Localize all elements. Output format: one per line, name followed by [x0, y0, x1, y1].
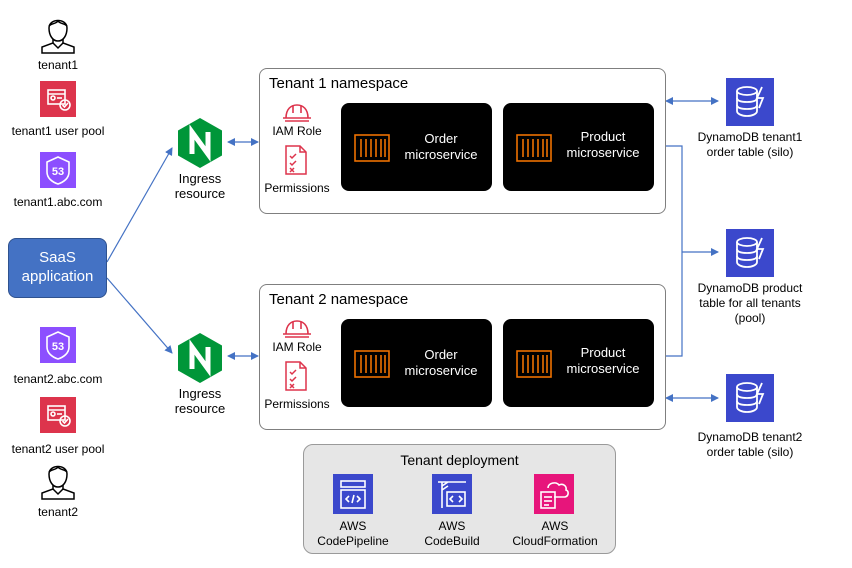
ddb-tenant1-label: DynamoDB tenant1 order table (silo) — [690, 130, 810, 160]
user-icon — [41, 19, 75, 54]
nginx-icon — [178, 333, 222, 383]
dynamodb-icon — [726, 229, 774, 277]
route53-icon: 53 — [40, 152, 76, 188]
container-icon — [354, 350, 390, 378]
ingress2-line2: resource — [174, 401, 226, 416]
dynamodb-icon — [726, 374, 774, 422]
order-microservice-label: Order microservice — [396, 347, 486, 379]
iam-role-label: IAM Role — [272, 340, 322, 354]
product-microservice-box: Product microservice — [503, 103, 654, 191]
ddb-t2-line2: order table (silo) — [706, 445, 794, 459]
cloudformation-line2: CloudFormation — [512, 534, 598, 548]
hardhat-icon — [283, 320, 311, 338]
ddb-t1-line1: DynamoDB tenant1 — [697, 130, 803, 144]
codebuild-label: AWS CodeBuild — [407, 519, 497, 549]
order-microservice-box: Order microservice — [341, 103, 492, 191]
cloudformation-label: AWS CloudFormation — [507, 519, 603, 549]
saas-to-ingress2-arrow — [106, 277, 173, 354]
codepipeline-line2: CodePipeline — [317, 534, 389, 548]
order-line2: microservice — [404, 147, 478, 162]
cognito-icon — [40, 81, 76, 117]
svg-text:53: 53 — [52, 341, 64, 353]
route53-icon: 53 — [40, 327, 76, 363]
products-to-pool-connector — [666, 145, 683, 357]
checklist-icon — [285, 361, 307, 391]
container-icon — [516, 350, 552, 378]
tenant2-domain-label: tenant2.abc.com — [13, 372, 103, 386]
tenant1-label: tenant1 — [37, 58, 79, 72]
tenant1-domain-label: tenant1.abc.com — [13, 195, 103, 209]
saas-line2: application — [21, 268, 94, 285]
ingress1-label: Ingress resource — [160, 171, 240, 201]
codepipeline-line1: AWS — [339, 519, 367, 533]
ingress1-line2: resource — [174, 186, 226, 201]
tenant1-namespace-title: Tenant 1 namespace — [269, 75, 409, 92]
hardhat-icon — [283, 104, 311, 122]
product-line1: Product — [580, 129, 626, 144]
tenant1-namespace-box: Tenant 1 namespace IAM Role Permissions — [259, 68, 666, 214]
iam-role-label: IAM Role — [272, 124, 322, 138]
checklist-icon — [285, 145, 307, 175]
svg-text:53: 53 — [52, 166, 64, 178]
nginx-icon — [178, 118, 222, 168]
ingress1-line1: Ingress — [178, 171, 222, 186]
order-line2: microservice — [404, 363, 478, 378]
codebuild-line1: AWS — [438, 519, 466, 533]
cloudformation-line1: AWS — [541, 519, 569, 533]
codebuild-line2: CodeBuild — [424, 534, 480, 548]
tenant2-namespace-title: Tenant 2 namespace — [269, 291, 409, 308]
tenant2-namespace-box: Tenant 2 namespace IAM Role Permissions — [259, 284, 666, 430]
tenant-deployment-title: Tenant deployment — [400, 452, 519, 468]
product-line2: microservice — [566, 145, 640, 160]
codepipeline-label: AWS CodePipeline — [308, 519, 398, 549]
ingress2-label: Ingress resource — [160, 386, 240, 416]
tenant2-user-pool-label: tenant2 user pool — [11, 442, 105, 456]
order-line1: Order — [424, 131, 458, 146]
cognito-icon — [40, 397, 76, 433]
dynamodb-icon — [726, 78, 774, 126]
ddb-t2-line1: DynamoDB tenant2 — [697, 430, 803, 444]
order-microservice-label: Order microservice — [396, 131, 486, 163]
ddb-pool-label: DynamoDB product table for all tenants (… — [690, 281, 810, 326]
ddb-t1-line2: order table (silo) — [706, 145, 794, 159]
tenant1-user-pool-label: tenant1 user pool — [11, 124, 105, 138]
permissions-label: Permissions — [264, 181, 330, 195]
product-microservice-box: Product microservice — [503, 319, 654, 407]
ddb-pool-line1: DynamoDB product — [697, 281, 803, 295]
permissions-label: Permissions — [264, 397, 330, 411]
saas-line1: SaaS — [39, 249, 76, 266]
cloudformation-icon — [534, 474, 574, 514]
ddb-tenant2-label: DynamoDB tenant2 order table (silo) — [690, 430, 810, 460]
saas-to-ingress1-arrow — [106, 147, 173, 263]
ingress2-line1: Ingress — [178, 386, 222, 401]
codebuild-icon — [432, 474, 472, 514]
container-icon — [354, 134, 390, 162]
product-microservice-label: Product microservice — [558, 345, 648, 377]
product-line2: microservice — [566, 361, 640, 376]
tenant-deployment-box: Tenant deployment AWS CodePipeline AWS C… — [303, 444, 616, 554]
user-icon — [41, 465, 75, 500]
saas-application-box: SaaS application — [8, 238, 107, 298]
ddb-pool-line3: (pool) — [734, 311, 766, 325]
product-line1: Product — [580, 345, 626, 360]
order-line1: Order — [424, 347, 458, 362]
order-microservice-box: Order microservice — [341, 319, 492, 407]
ddb-pool-line2: table for all tenants — [699, 296, 801, 310]
product-microservice-label: Product microservice — [558, 129, 648, 161]
container-icon — [516, 134, 552, 162]
tenant2-label: tenant2 — [37, 505, 79, 519]
codepipeline-icon — [333, 474, 373, 514]
